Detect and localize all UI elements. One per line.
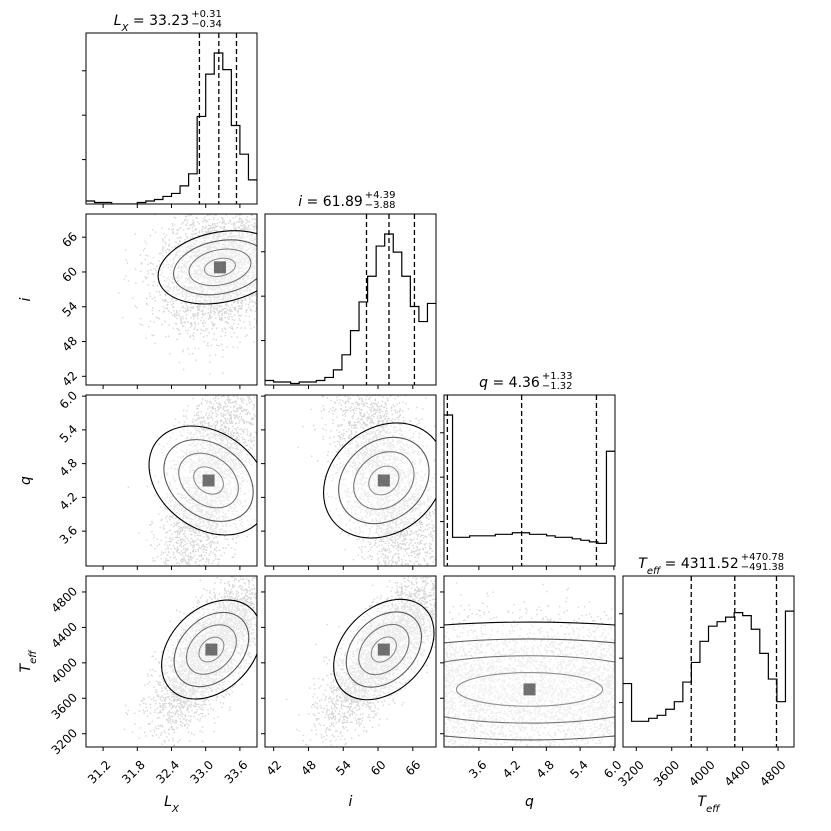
hist-step-Teff: [623, 610, 794, 722]
panel-frame: [443, 575, 616, 748]
x-axis-label-Teff: Teff: [698, 794, 722, 815]
y-tick-label-Teff: 4400: [49, 620, 80, 651]
density-peak: [377, 643, 390, 656]
y-tick-label-Teff: 4800: [49, 584, 80, 615]
hist-panel-Lx: [82, 32, 258, 208]
title-minus-i: −3.88: [365, 200, 396, 211]
x-tick-label-Lx: 31.2: [85, 758, 114, 787]
x-tick-label-Teff: 4000: [686, 758, 717, 789]
panel-frame: [264, 213, 437, 386]
y-axis-label-Teff: Teff: [18, 649, 39, 673]
title-minus-q: −1.32: [542, 381, 573, 392]
title-plus-Teff: +470.78: [741, 552, 784, 563]
x-tick-label-i: 48: [298, 758, 319, 779]
y-tick-label-i: 66: [59, 229, 80, 250]
x-tick-label-Lx: 32.4: [153, 758, 182, 787]
density-peak: [202, 474, 215, 487]
x-tick-label-Teff: 4800: [757, 758, 788, 789]
x-tick-label-q: 4.2: [500, 758, 523, 781]
y-tick-label-i: 54: [59, 299, 80, 320]
x-tick-label-i: 60: [368, 758, 389, 779]
scatter-points: [118, 214, 257, 375]
y-tick-label-Teff: 3600: [49, 690, 80, 721]
x-tick-label-Teff: 3200: [615, 758, 646, 789]
y-tick-label-q: 4.2: [57, 490, 80, 513]
scatter-panel-i-vs-Lx: 42 48 54 60 66: [59, 213, 258, 390]
x-tick-label-Teff: 4400: [722, 758, 753, 789]
hist-step-q: [444, 414, 615, 544]
density-peak: [523, 683, 536, 696]
title-q: q = 4.36: [479, 375, 540, 391]
y-tick-label-q: 6.0: [57, 388, 80, 411]
y-tick-label-q: 3.6: [57, 523, 80, 546]
density-peak: [205, 643, 218, 656]
y-tick-label-q: 4.8: [57, 456, 80, 479]
title-plus-Lx: +0.31: [191, 9, 222, 20]
density-peak: [377, 474, 390, 487]
x-tick-label-i: 42: [264, 758, 285, 779]
title-minus-Teff: −491.38: [741, 562, 784, 573]
panel-frame: [443, 394, 616, 567]
x-tick-label-i: 54: [333, 758, 354, 779]
hist-step-Lx: [86, 52, 257, 204]
title-Lx: LX = 33.23: [114, 13, 189, 34]
title-minus-Lx: −0.34: [191, 19, 222, 30]
title-plus-i: +4.39: [365, 190, 396, 201]
x-axis-label-q: q: [525, 794, 534, 810]
y-tick-label-Teff: 3200: [49, 726, 80, 757]
density-peak: [213, 261, 226, 274]
y-tick-label-i: 48: [59, 334, 80, 355]
scatter-panel-Teff-vs-i: 42 48 54 60 66: [261, 575, 437, 779]
scatter-panel-q-vs-i: [261, 394, 437, 570]
x-tick-label-Lx: 33.0: [188, 758, 217, 787]
scatter-points: [127, 395, 257, 566]
x-tick-label-Teff: 3600: [651, 758, 682, 789]
title-i: i = 61.89: [298, 194, 363, 210]
x-tick-label-Lx: 31.8: [119, 758, 148, 787]
y-tick-label-q: 5.4: [57, 422, 80, 445]
panel-frame: [264, 394, 437, 567]
y-axis-label-q: q: [18, 476, 34, 485]
x-tick-label-Lx: 33.6: [222, 758, 251, 787]
panel-frame: [264, 575, 437, 748]
x-tick-label-q: 3.6: [466, 758, 489, 781]
hist-panel-q: [440, 394, 616, 570]
hist-panel-i: [261, 213, 437, 389]
x-tick-label-q: 5.4: [567, 758, 590, 781]
hist-step-i: [265, 233, 436, 385]
y-tick-label-i: 60: [59, 264, 80, 285]
x-tick-label-q: 4.8: [534, 758, 557, 781]
x-axis-label-Lx: LX: [164, 794, 180, 815]
y-axis-label-i: i: [18, 297, 34, 301]
y-tick-label-i: 42: [59, 369, 80, 390]
title-Teff: Teff = 4311.52: [638, 556, 738, 577]
panel-frame: [622, 575, 795, 748]
scatter-points: [444, 582, 615, 747]
scatter-points: [297, 395, 436, 566]
y-tick-label-Teff: 4000: [49, 655, 80, 686]
title-plus-q: +1.33: [542, 371, 573, 382]
x-axis-label-i: i: [349, 794, 353, 810]
x-tick-label-i: 66: [403, 758, 424, 779]
scatter-points: [123, 576, 257, 747]
scatter-points: [285, 576, 436, 747]
